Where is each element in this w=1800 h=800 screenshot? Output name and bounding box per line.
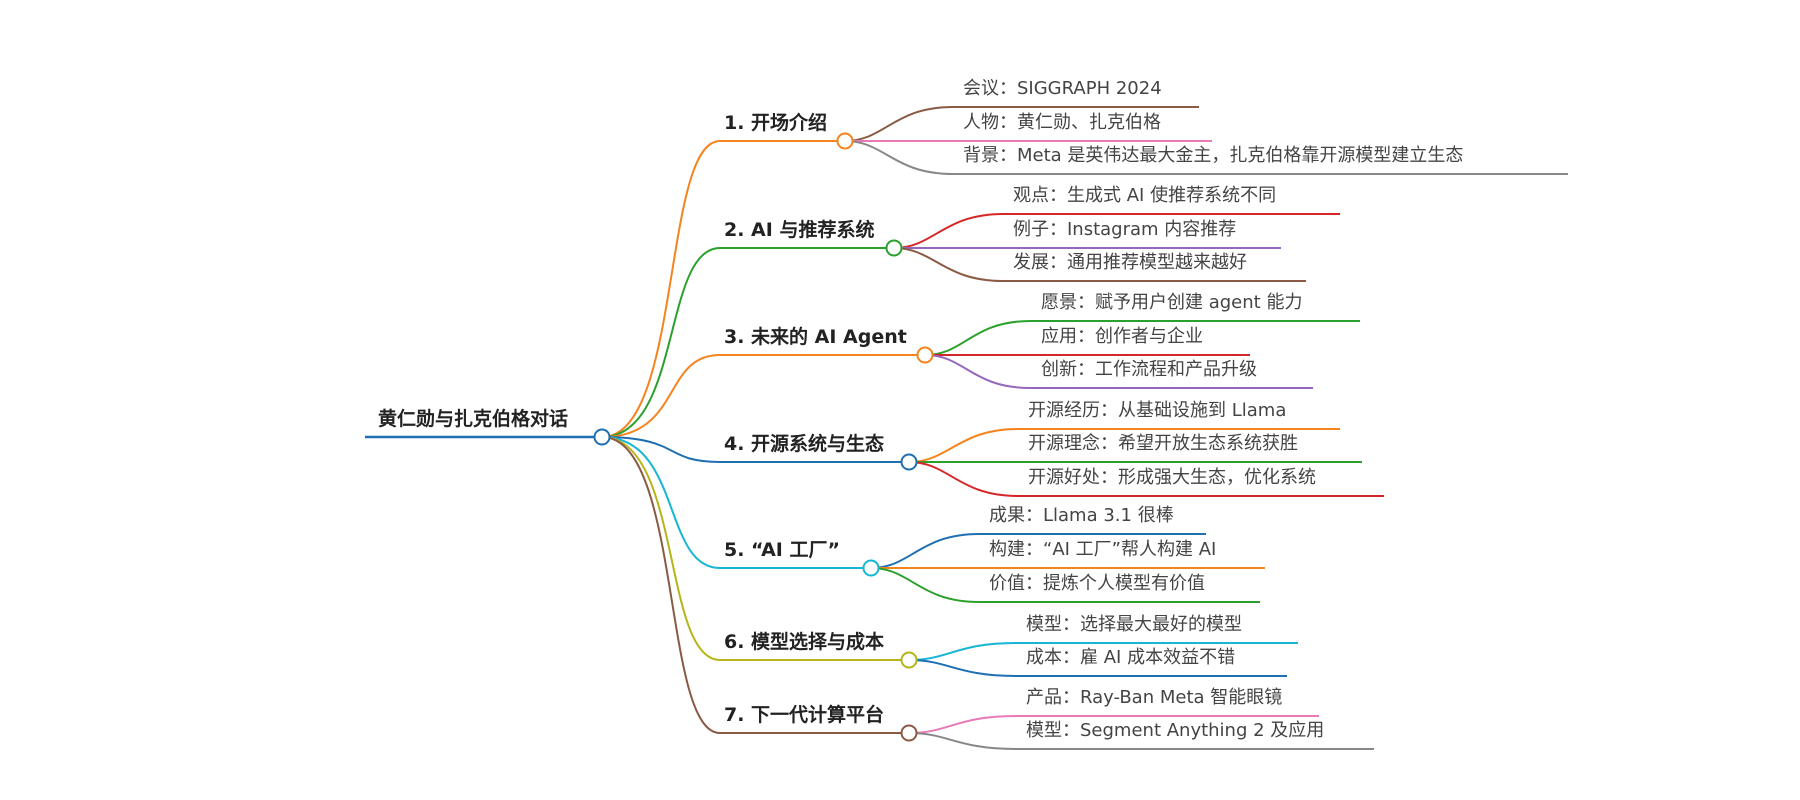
leaf-connector-5-1: [870, 533, 1206, 569]
branch-connector-3: [601, 354, 925, 438]
branch-2-title: 2. AI 与推荐系统: [724, 219, 875, 241]
leaf-connector-3-1: [924, 320, 1360, 356]
leaf-4-3: 开源好处：形成强大生态，优化系统: [1028, 467, 1316, 488]
branch-connector-1: [601, 140, 845, 438]
branch-6-collapse-toggle[interactable]: [900, 651, 918, 669]
leaf-7-1: 产品：Ray-Ban Meta 智能眼镜: [1026, 687, 1283, 708]
leaf-connector-1-3: [844, 140, 1568, 175]
root-collapse-toggle[interactable]: [593, 428, 611, 446]
leaf-4-2: 开源理念：希望开放生态系统获胜: [1028, 433, 1298, 454]
branch-4-title: 4. 开源系统与生态: [724, 433, 885, 455]
leaf-connector-6-2: [908, 659, 1287, 677]
branch-4-collapse-toggle[interactable]: [900, 453, 918, 471]
branch-6-title: 6. 模型选择与成本: [724, 631, 885, 653]
branch-3-title: 3. 未来的 AI Agent: [724, 326, 907, 348]
leaf-connector-7-1: [908, 715, 1319, 734]
leaf-2-1: 观点：生成式 AI 使推荐系统不同: [1013, 185, 1277, 206]
branch-5-title: 5. “AI 工厂”: [724, 539, 840, 561]
leaf-connector-4-3: [908, 461, 1384, 497]
leaf-2-3: 发展：通用推荐模型越来越好: [1013, 252, 1247, 273]
leaf-6-2: 成本：雇 AI 成本效益不错: [1026, 647, 1236, 668]
leaf-3-2: 应用：创作者与企业: [1041, 326, 1203, 347]
branch-connector-5: [601, 436, 871, 569]
leaf-3-1: 愿景：赋予用户创建 agent 能力: [1041, 292, 1303, 313]
leaf-connector-2-1: [893, 213, 1340, 249]
leaf-5-2: 构建：“AI 工厂”帮人构建 AI: [989, 539, 1217, 560]
leaf-4-1: 开源经历：从基础设施到 Llama: [1028, 400, 1287, 421]
branch-7-title: 7. 下一代计算平台: [724, 704, 885, 726]
leaf-connector-4-1: [908, 428, 1340, 463]
branch-5-collapse-toggle[interactable]: [862, 559, 880, 577]
branch-3-collapse-toggle[interactable]: [916, 346, 934, 364]
leaf-connector-3-3: [924, 354, 1313, 389]
leaf-5-3: 价值：提炼个人模型有价值: [989, 573, 1205, 594]
branch-connector-7: [601, 436, 909, 734]
branch-1-title: 1. 开场介绍: [724, 112, 828, 134]
leaf-7-2: 模型：Segment Anything 2 及应用: [1026, 720, 1325, 741]
leaf-2-2: 例子：Instagram 内容推荐: [1013, 219, 1237, 240]
root-topic: 黄仁勋与扎克伯格对话: [378, 408, 569, 430]
leaf-connector-7-2: [908, 732, 1374, 750]
branch-connector-4: [601, 436, 909, 463]
branch-connector-2: [601, 247, 894, 438]
leaf-3-3: 创新：工作流程和产品升级: [1041, 359, 1257, 380]
leaf-6-1: 模型：选择最大最好的模型: [1026, 614, 1242, 635]
leaf-connector-6-1: [908, 642, 1298, 661]
branch-1-collapse-toggle[interactable]: [836, 132, 854, 150]
leaf-connector-5-3: [870, 567, 1260, 603]
branch-2-collapse-toggle[interactable]: [885, 239, 903, 257]
leaf-5-1: 成果：Llama 3.1 很棒: [989, 505, 1174, 526]
leaf-1-1: 会议：SIGGRAPH 2024: [963, 78, 1162, 99]
branch-connector-6: [601, 436, 909, 661]
leaf-1-2: 人物：黄仁勋、扎克伯格: [963, 112, 1161, 133]
leaf-connector-1-1: [844, 106, 1199, 142]
leaf-1-3: 背景：Meta 是英伟达最大金主，扎克伯格靠开源模型建立生态: [963, 145, 1464, 166]
branch-7-collapse-toggle[interactable]: [900, 724, 918, 742]
leaf-connector-2-3: [893, 247, 1306, 282]
